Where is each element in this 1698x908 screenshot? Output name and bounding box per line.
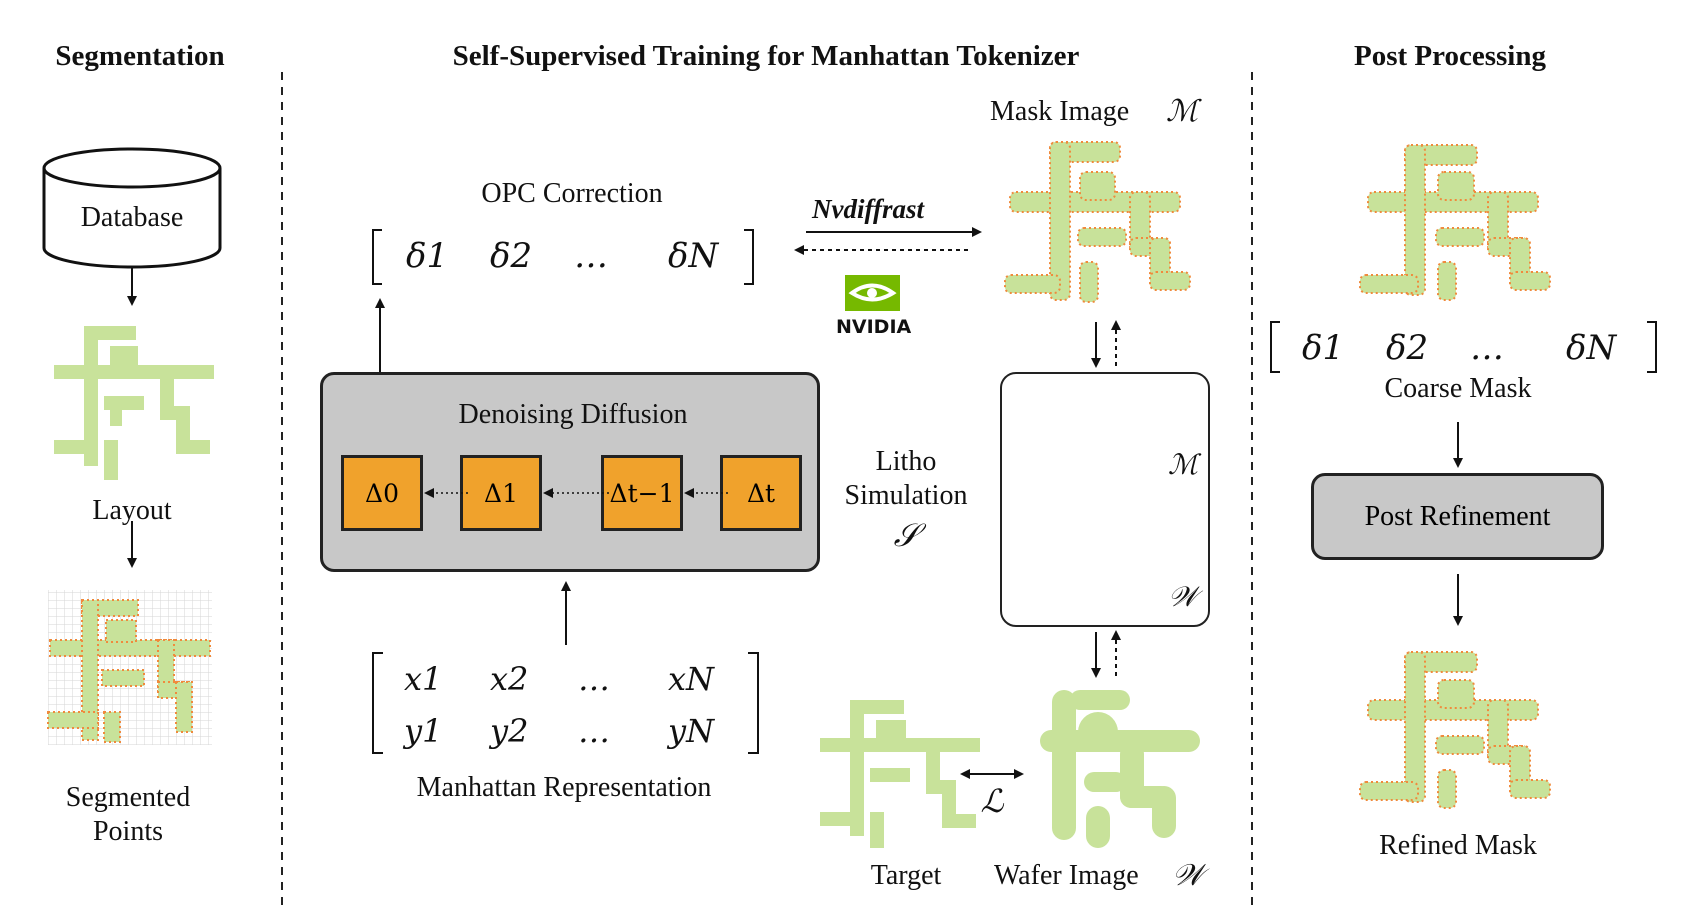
manhattan-y2: y2 — [490, 712, 529, 750]
coarse-bracket-right — [1647, 321, 1657, 373]
manhattan-yn: yN — [668, 712, 715, 750]
coarse-mask-label: Coarse Mask — [1384, 373, 1532, 404]
manhattan-x1: x1 — [404, 660, 443, 698]
header-training: Self-Supervised Training for Manhattan T… — [452, 40, 1080, 72]
optics-mask-symbol: ℳ — [1168, 448, 1198, 481]
loss-symbol: ℒ — [980, 782, 1004, 820]
nvidia-logo-icon — [845, 275, 900, 311]
mask-image-label: Mask Image — [990, 96, 1130, 127]
manhattan-y1: y1 — [404, 712, 443, 750]
layout-label: Layout — [92, 495, 172, 526]
diffusion-token-0: Δ0 — [341, 455, 423, 531]
database-cylinder-icon — [42, 147, 222, 269]
mask-image-symbol: ℳ — [1166, 94, 1199, 129]
target-pattern-icon — [820, 700, 980, 848]
target-label: Target — [870, 860, 942, 891]
manhattan-y-ellipsis: … — [578, 712, 610, 750]
manhattan-x-ellipsis: … — [578, 660, 610, 698]
wafer-image-symbol: 𝒲 — [1172, 858, 1204, 893]
diffusion-token-1: Δ1 — [460, 455, 542, 531]
opc-title: OPC Correction — [481, 178, 663, 209]
optics-wafer-symbol: 𝒲 — [1168, 580, 1198, 613]
manhattan-bracket-right — [748, 652, 759, 754]
wafer-image-pattern-icon — [1040, 690, 1200, 848]
diffusion-title: Denoising Diffusion — [458, 399, 688, 430]
manhattan-caption: Manhattan Representation — [416, 772, 712, 803]
layout-pattern-icon — [54, 326, 214, 480]
refined-mask-pattern-icon — [1359, 651, 1551, 809]
nvidia-logo-text: NVIDIA — [836, 316, 912, 338]
coarse-token-ellipsis: … — [1470, 328, 1504, 368]
coarse-token-n: δN — [1566, 328, 1617, 368]
nvdiffrast-label: Nvdiffrast — [812, 194, 924, 224]
refined-mask-label: Refined Mask — [1379, 830, 1537, 861]
opc-bracket-left — [372, 229, 382, 285]
post-refinement-box: Post Refinement — [1311, 473, 1604, 560]
header-segmentation: Segmentation — [55, 40, 225, 72]
manhattan-x2: x2 — [490, 660, 529, 698]
wafer-image-label: Wafer Image — [994, 860, 1139, 891]
opc-token-n: δN — [668, 236, 719, 276]
manhattan-bracket-left — [372, 652, 383, 754]
segmented-label-line1: Segmented — [65, 782, 191, 813]
litho-label-line2: Simulation — [844, 480, 968, 511]
database-label: Database — [80, 202, 184, 233]
coarse-bracket-left — [1270, 321, 1280, 373]
opc-token-1: δ1 — [406, 236, 449, 276]
litho-symbol: 𝒮 — [893, 516, 919, 554]
coarse-token-2: δ2 — [1386, 328, 1429, 368]
opc-token-ellipsis: … — [574, 236, 608, 276]
coarse-token-1: δ1 — [1302, 328, 1345, 368]
segmented-points-icon — [47, 590, 212, 745]
litho-label-line1: Litho — [875, 446, 937, 477]
mask-image-pattern-icon — [1004, 141, 1191, 303]
opc-token-2: δ2 — [490, 236, 533, 276]
denoising-diffusion-box: Denoising Diffusion Δ0 Δ1 Δt−1 Δt — [320, 372, 820, 572]
litho-simulation-box — [1000, 372, 1210, 627]
header-post: Post Processing — [1354, 40, 1546, 72]
diffusion-token-t-minus-1: Δt−1 — [601, 455, 683, 531]
opc-bracket-right — [744, 229, 754, 285]
coarse-mask-pattern-icon — [1359, 144, 1551, 301]
manhattan-xn: xN — [668, 660, 715, 698]
diffusion-token-t: Δt — [720, 455, 802, 531]
segmented-label-line2: Points — [92, 816, 164, 847]
